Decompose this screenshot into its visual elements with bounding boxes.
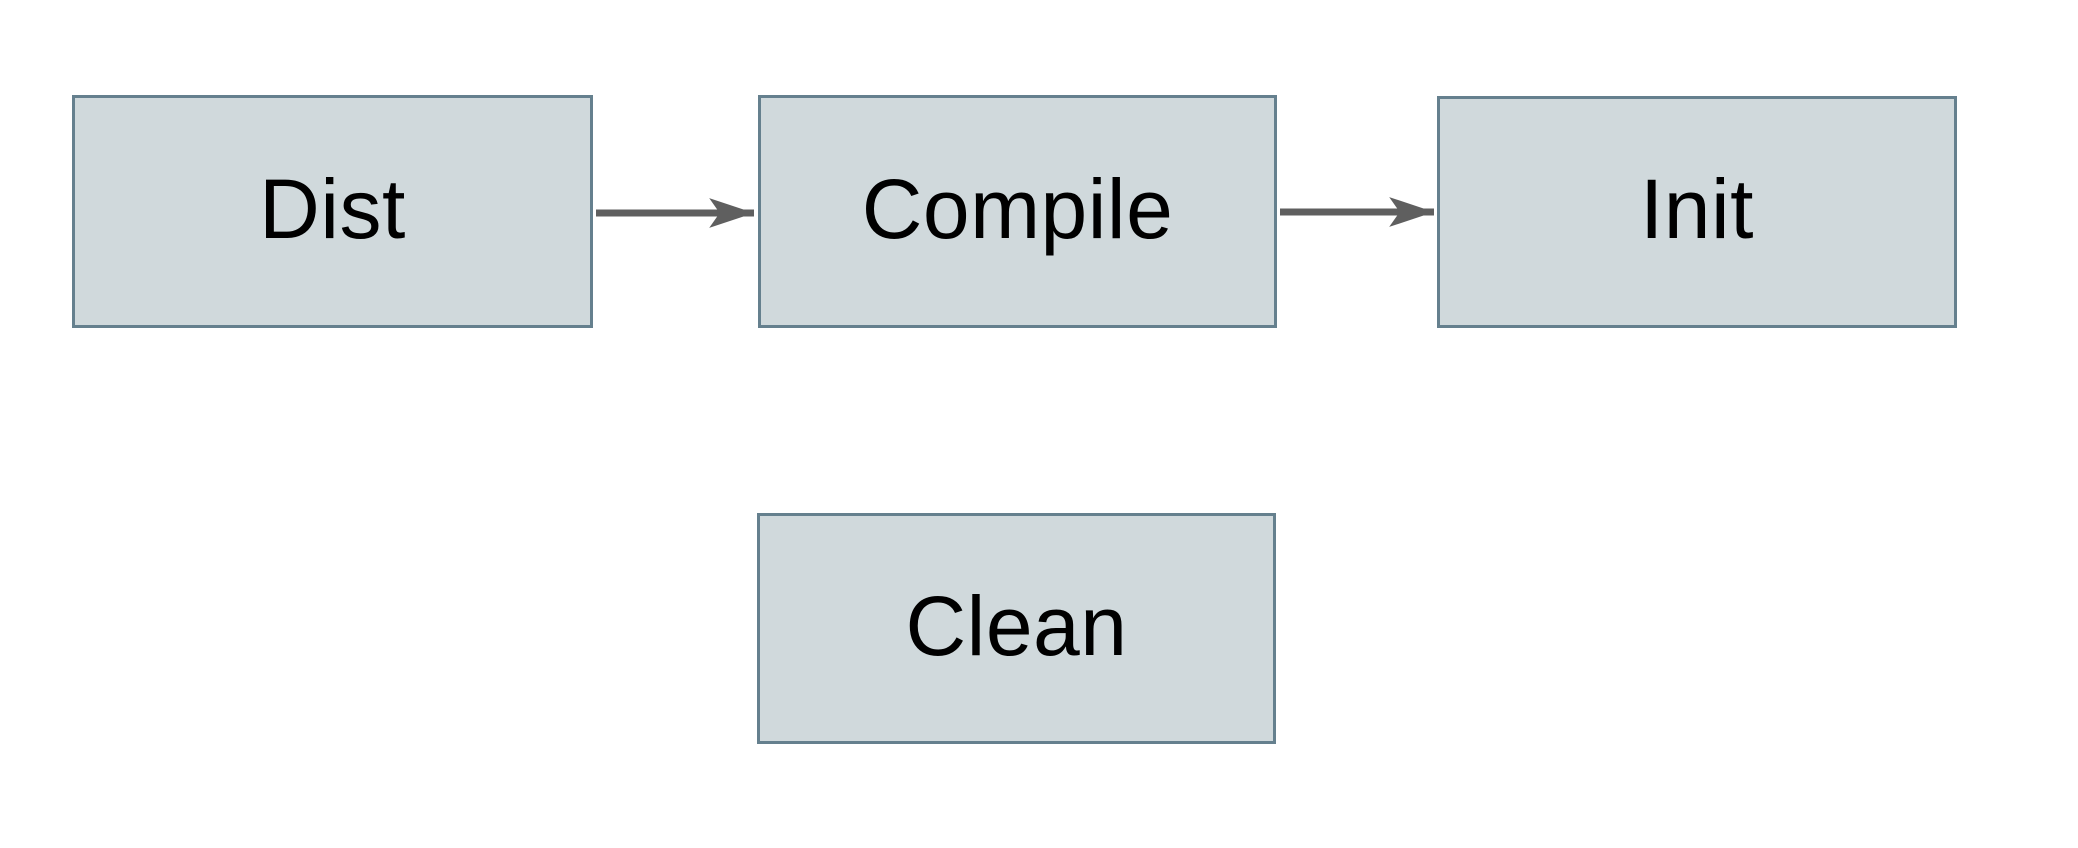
- node-compile-label: Compile: [861, 161, 1174, 256]
- node-dist: Dist: [72, 95, 593, 328]
- node-clean: Clean: [757, 513, 1276, 744]
- node-init: Init: [1437, 96, 1957, 328]
- node-clean-label: Clean: [905, 578, 1128, 673]
- node-compile: Compile: [758, 95, 1277, 328]
- node-dist-label: Dist: [259, 161, 406, 256]
- node-init-label: Init: [1639, 162, 1755, 256]
